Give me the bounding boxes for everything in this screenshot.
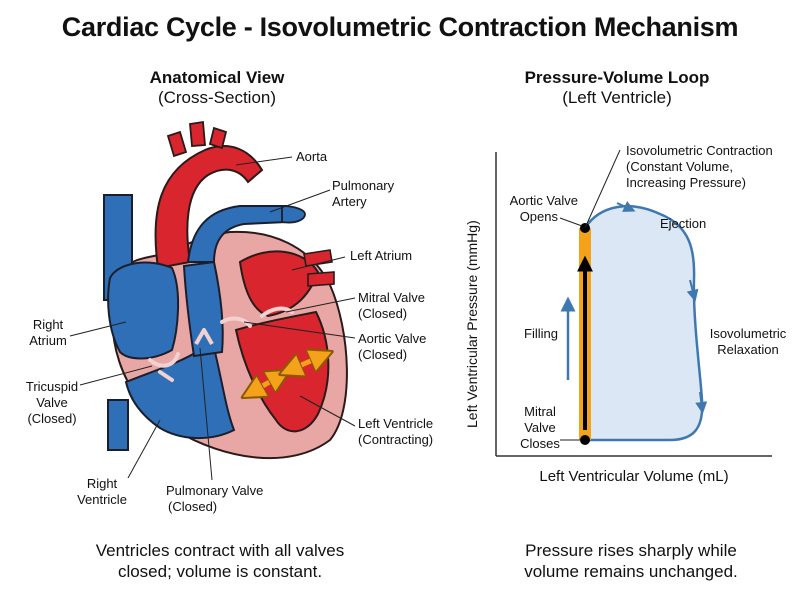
annotation-isovolumetric-contraction-line1: Isovolumetric Contraction [626,143,773,158]
annotation-mitral-valve-closes-line3: Closes [520,436,560,451]
label-right-atrium-line1: Right [32,317,64,332]
label-right-ventricle-line2: Ventricle [77,492,127,507]
contraction-arrow-1 [252,376,280,392]
annotation-isovolumetric-contraction-line3: Increasing Pressure) [626,175,746,190]
label-tricuspid-valve-line3: (Closed) [27,411,77,426]
aorta-branch-1 [166,130,188,158]
pv-loop-caption-line2: volume remains unchanged. [524,562,738,581]
label-left-ventricle-line2: (Contracting) [358,432,434,447]
label-left-ventricle: Left Ventricle (Contracting) [358,416,433,448]
pulmonary-valve-shape [194,328,214,345]
pv-loop-heading: Pressure-Volume Loop (Left Ventricle) [502,68,732,108]
label-pulmonary-valve-line2: (Closed) [168,499,218,514]
aorta-vessel [154,145,264,270]
label-right-ventricle: Right Ventricle [70,476,134,508]
label-tricuspid-valve-line1: Tricuspid [25,379,79,394]
anatomical-caption-line2: closed; volume is constant. [117,562,323,581]
x-axis-label: Left Ventricular Volume (mL) [539,468,729,485]
late-relaxation-arrowhead [695,391,708,414]
label-mitral-valve-line1: Mitral Valve [358,290,425,305]
label-aortic-valve-line1: Aortic Valve [358,331,427,346]
interventricular-septum [182,260,224,358]
contraction-arrow-2 [290,356,322,370]
pv-loop-area [585,206,703,440]
annotation-isovolumetric-relaxation-line1: Isovolumetric [709,326,787,341]
label-pulmonary-artery: Pulmonary Artery [332,178,394,210]
mitral-valve-closes-point [580,435,590,445]
pulmonary-artery-cap [281,205,306,224]
relaxation-arrowhead [686,279,699,302]
annotation-aortic-valve-opens-line2: Opens [519,209,558,224]
ejection-arrowhead [616,201,636,212]
anatomical-caption: Ventricles contract with all valves clos… [60,540,380,582]
annotation-mitral-valve-closes-line2: Valve [524,420,556,435]
label-right-ventricle-line1: Right [86,476,118,491]
annotation-isovolumetric-contraction: Isovolumetric Contraction (Constant Volu… [626,143,773,191]
right-atrium-chamber [107,261,180,360]
label-pulmonary-valve: Pulmonary Valve (Closed) [166,483,263,515]
annotation-isovolumetric-relaxation-line2: Relaxation [717,342,779,357]
inferior-vena-cava [107,399,129,451]
label-pulmonary-valve-line1: Pulmonary Valve [166,483,264,498]
annotation-aortic-valve-opens: Aortic Valve Opens [488,193,578,225]
anatomical-caption-line1: Ventricles contract with all valves [95,541,345,560]
leader-isovolumetric-contraction [584,149,621,229]
label-pulmonary-artery-line1: Pulmonary [332,178,395,193]
label-tricuspid-valve: Tricuspid Valve (Closed) [14,379,90,427]
label-aortic-valve: Aortic Valve (Closed) [358,331,426,363]
annotation-aortic-valve-opens-line1: Aortic Valve [509,193,578,208]
annotation-isovolumetric-relaxation: Isovolumetric Relaxation [702,326,794,358]
label-right-atrium: Right Atrium [18,317,78,349]
aortic-valve-shape [220,316,252,328]
anatomical-view-title: Anatomical View [149,68,285,87]
label-aortic-valve-line2: (Closed) [358,347,408,362]
pv-loop-caption-line1: Pressure rises sharply while [525,541,737,560]
y-axis-label: Left Ventricular Pressure (mmHg) [464,220,480,428]
label-tricuspid-valve-line2: Valve [36,395,68,410]
aorta-branch-3 [208,126,228,150]
label-pulmonary-artery-line2: Artery [332,194,367,209]
anatomical-view-subtitle: (Cross-Section) [157,88,277,107]
aorta-branch-2 [189,120,206,147]
left-atrium-chamber [238,250,320,318]
figure-title: Cardiac Cycle - Isovolumetric Contractio… [61,12,739,42]
pv-loop-caption: Pressure rises sharply while volume rema… [476,540,786,582]
annotation-ejection: Ejection [660,216,707,231]
annotation-mitral-valve-closes: Mitral Valve Closes [512,404,568,452]
leader-lines [69,156,356,481]
pv-loop-title: Pressure-Volume Loop [524,68,710,87]
annotation-filling: Filling [524,326,558,341]
right-ventricle-chamber [124,346,236,440]
label-aorta: Aorta [296,149,328,164]
annotation-mitral-valve-closes-line1: Mitral [524,404,556,419]
tricuspid-valve-shape [148,352,180,382]
label-mitral-valve-line2: (Closed) [358,306,408,321]
label-right-atrium-line2: Atrium [29,333,67,348]
label-left-atrium: Left Atrium [350,248,413,263]
annotation-isovolumetric-contraction-line2: (Constant Volume, [626,159,733,174]
label-mitral-valve: Mitral Valve (Closed) [358,290,425,322]
leader-aortic-valve-opens [559,217,583,227]
anatomical-view-heading: Anatomical View (Cross-Section) [117,68,317,108]
pulmonary-vein-2 [307,271,335,287]
label-left-ventricle-line1: Left Ventricle [358,416,434,431]
pv-loop-subtitle: (Left Ventricle) [562,88,672,107]
